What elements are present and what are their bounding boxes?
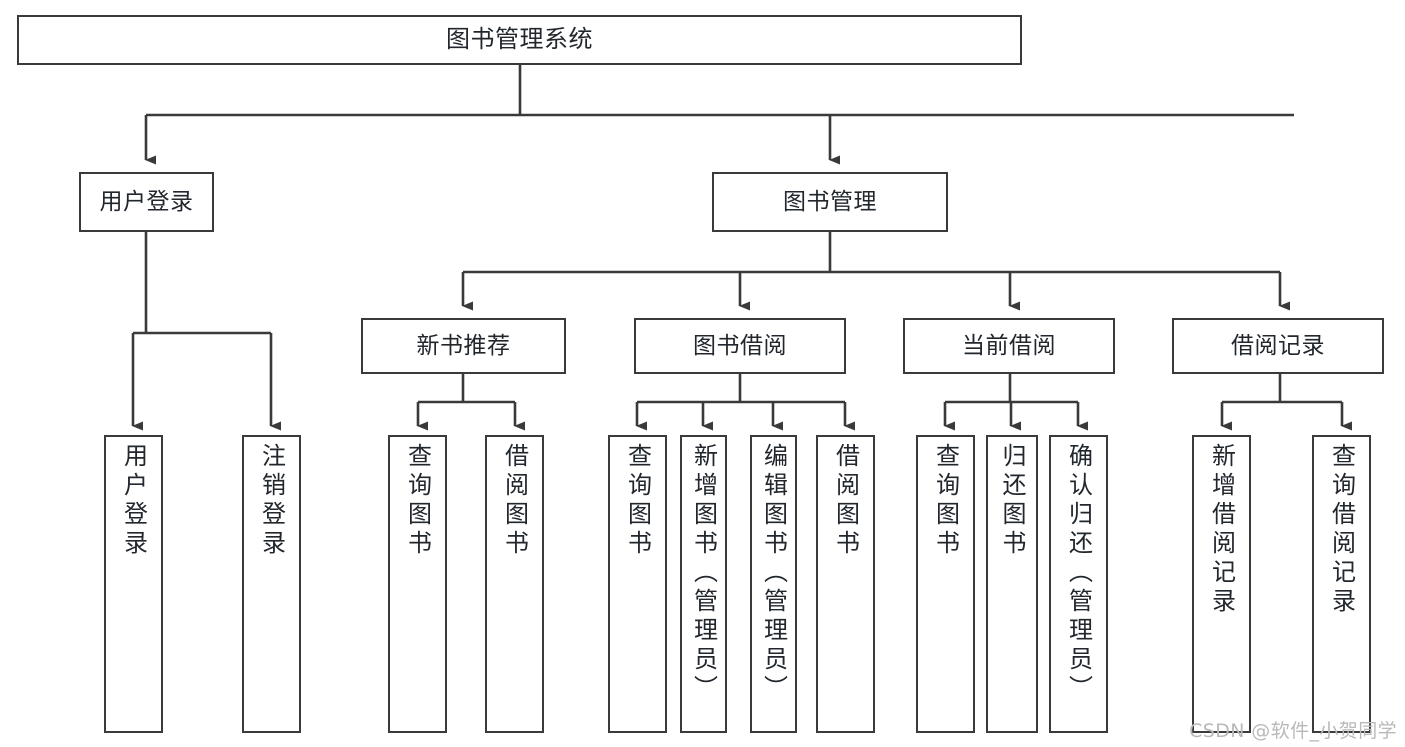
leaf-borrow-book[interactable]: 借阅图书 <box>816 435 875 733</box>
node-current-borrow[interactable]: 当前借阅 <box>903 318 1115 374</box>
node-label: 用户登录 <box>99 188 194 215</box>
leaf-add-book-admin[interactable]: 新增图书（管理员） <box>680 435 727 733</box>
node-label: 注销登录 <box>257 443 286 559</box>
node-label: 查询借阅记录 <box>1327 443 1356 617</box>
leaf-confirm-return-admin[interactable]: 确认归还（管理员） <box>1049 435 1108 733</box>
leaf-query-borrow-record[interactable]: 查询借阅记录 <box>1312 435 1371 733</box>
node-new-book-recommend[interactable]: 新书推荐 <box>361 318 566 374</box>
leaf-add-borrow-record[interactable]: 新增借阅记录 <box>1192 435 1251 733</box>
node-label: 编辑图书（管理员） <box>759 443 788 704</box>
leaf-query-book-current[interactable]: 查询图书 <box>916 435 975 733</box>
node-root-system[interactable]: 图书管理系统 <box>17 15 1022 65</box>
leaf-return-book[interactable]: 归还图书 <box>986 435 1038 733</box>
leaf-query-book-borrow[interactable]: 查询图书 <box>608 435 667 733</box>
node-label: 归还图书 <box>998 443 1026 559</box>
node-borrow-record[interactable]: 借阅记录 <box>1172 318 1384 374</box>
node-label: 借阅记录 <box>1231 332 1325 359</box>
node-label: 图书管理 <box>783 188 877 215</box>
leaf-borrow-book-recommend[interactable]: 借阅图书 <box>485 435 544 733</box>
node-label: 图书借阅 <box>693 332 787 359</box>
node-label: 新增图书（管理员） <box>689 443 718 704</box>
node-label: 新书推荐 <box>416 332 511 359</box>
node-label: 新增借阅记录 <box>1207 443 1236 617</box>
leaf-user-login[interactable]: 用户登录 <box>104 435 163 733</box>
node-label: 当前借阅 <box>962 332 1056 359</box>
node-label: 图书管理系统 <box>446 25 593 54</box>
node-label: 查询图书 <box>931 443 960 559</box>
node-label: 借阅图书 <box>831 443 860 559</box>
node-label: 用户登录 <box>119 443 148 559</box>
node-label: 借阅图书 <box>500 443 529 559</box>
node-book-management-module[interactable]: 图书管理 <box>712 172 948 232</box>
node-label: 查询图书 <box>623 443 652 559</box>
leaf-query-book-recommend[interactable]: 查询图书 <box>388 435 447 733</box>
node-label: 确认归还（管理员） <box>1064 443 1093 704</box>
leaf-logout[interactable]: 注销登录 <box>242 435 301 733</box>
node-book-borrow[interactable]: 图书借阅 <box>634 318 846 374</box>
node-user-login-module[interactable]: 用户登录 <box>79 172 214 232</box>
node-label: 查询图书 <box>403 443 432 559</box>
leaf-edit-book-admin[interactable]: 编辑图书（管理员） <box>750 435 797 733</box>
